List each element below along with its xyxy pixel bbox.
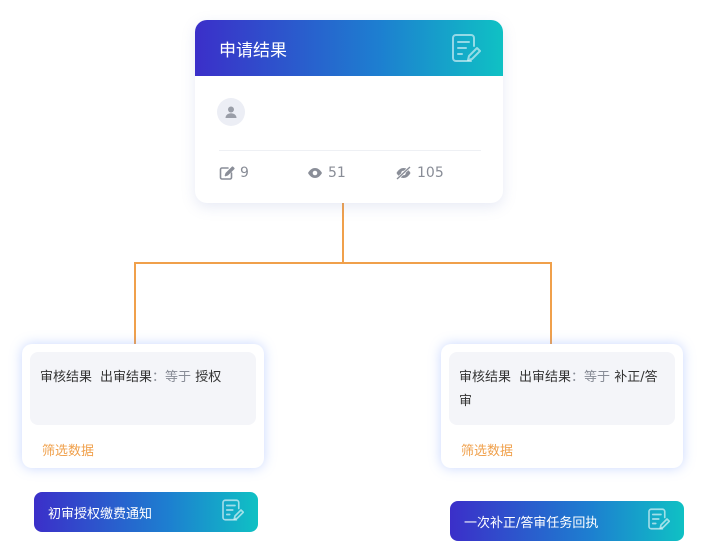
avatar[interactable] <box>217 98 245 126</box>
root-node-card[interactable]: 申请结果 9 <box>195 20 503 203</box>
action-node-right[interactable]: 一次补正/答审任务回执 <box>450 501 684 541</box>
connector-right-down <box>550 262 552 344</box>
action-node-left[interactable]: 初审授权缴费通知 <box>34 492 258 532</box>
condition-value: 授权 <box>195 370 222 385</box>
action-node-label: 初审授权缴费通知 <box>48 506 153 522</box>
filter-data-link[interactable]: 筛选数据 <box>461 444 514 459</box>
filter-card-right[interactable]: 审核结果出审结果：等于 补正/答审 筛选数据 <box>441 344 683 468</box>
eye-slash-icon <box>396 166 411 180</box>
condition-operator: ：等于 <box>571 370 611 385</box>
stat-edits: 9 <box>219 165 307 181</box>
root-node-title: 申请结果 <box>219 40 287 61</box>
connector-left-down <box>134 262 136 344</box>
condition-subfield: 出审结果 <box>100 370 153 385</box>
document-edit-icon <box>646 507 671 535</box>
stat-views: 51 <box>307 165 395 181</box>
document-edit-icon <box>449 32 481 64</box>
stat-edits-value: 9 <box>240 165 249 181</box>
divider <box>219 150 481 151</box>
user-icon <box>225 106 237 118</box>
stats-row: 9 51 105 <box>217 165 481 181</box>
stat-views-value: 51 <box>328 165 346 181</box>
pencil-icon <box>219 166 235 180</box>
document-edit-icon <box>220 498 245 526</box>
filter-data-link[interactable]: 筛选数据 <box>42 444 95 459</box>
stat-hidden: 105 <box>395 165 444 181</box>
condition-subfield: 出审结果 <box>519 370 572 385</box>
filter-card-left[interactable]: 审核结果出审结果：等于 授权 筛选数据 <box>22 344 264 468</box>
root-node-header: 申请结果 <box>195 20 503 76</box>
connector-root-down <box>342 203 344 263</box>
condition-field: 审核结果 <box>459 370 512 385</box>
stat-hidden-value: 105 <box>417 165 444 181</box>
condition-value: 补正/答审 <box>459 370 658 409</box>
action-node-label: 一次补正/答审任务回执 <box>464 515 599 531</box>
filter-condition: 审核结果出审结果：等于 授权 <box>30 352 256 425</box>
condition-field: 审核结果 <box>40 370 93 385</box>
connector-horizontal <box>134 262 552 264</box>
filter-condition: 审核结果出审结果：等于 补正/答审 <box>449 352 675 425</box>
eye-icon <box>308 168 322 178</box>
condition-operator: ：等于 <box>152 370 192 385</box>
